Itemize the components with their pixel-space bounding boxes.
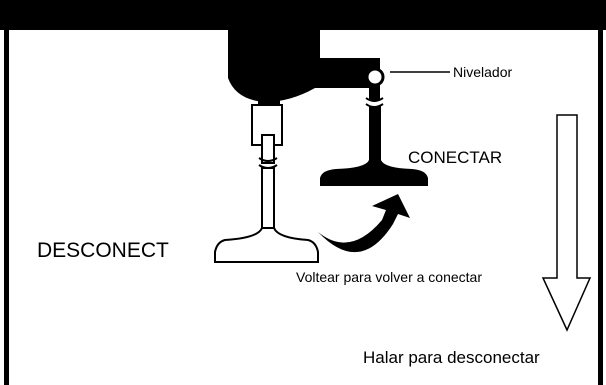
flip-to-reconnect-label: Voltear para volver a conectar: [296, 269, 482, 285]
connect-label: CONECTAR: [408, 148, 502, 167]
disconnected-stem: [261, 167, 275, 231]
left-border: [4, 28, 9, 385]
pull-down-arrow-icon: [541, 114, 592, 332]
mount-neck: [258, 95, 280, 105]
top-bar: [0, 0, 606, 30]
pivot-ring: [365, 67, 385, 87]
disconnected-foot-pad: [214, 227, 319, 263]
disconnect-label: DESCONECT: [37, 239, 169, 262]
connected-foot: [320, 86, 428, 186]
disconnected-foot: [214, 104, 319, 263]
pull-to-disconnect-label: Halar para desconectar: [363, 348, 540, 367]
disconnected-clip-1: [258, 157, 278, 162]
connected-clip-1: [365, 97, 384, 102]
connected-foot-pad: [320, 160, 428, 186]
connected-stem-top: [369, 86, 380, 100]
flip-arrow-body: [318, 194, 410, 253]
connected-stem: [369, 106, 381, 162]
right-border: [598, 28, 603, 385]
flip-arrow-icon: [318, 194, 410, 253]
mount-block: [228, 28, 380, 102]
mount-assembly: [228, 28, 385, 105]
leveler-label: Nivelador: [453, 64, 512, 80]
disconnected-stem-upper: [261, 134, 275, 164]
